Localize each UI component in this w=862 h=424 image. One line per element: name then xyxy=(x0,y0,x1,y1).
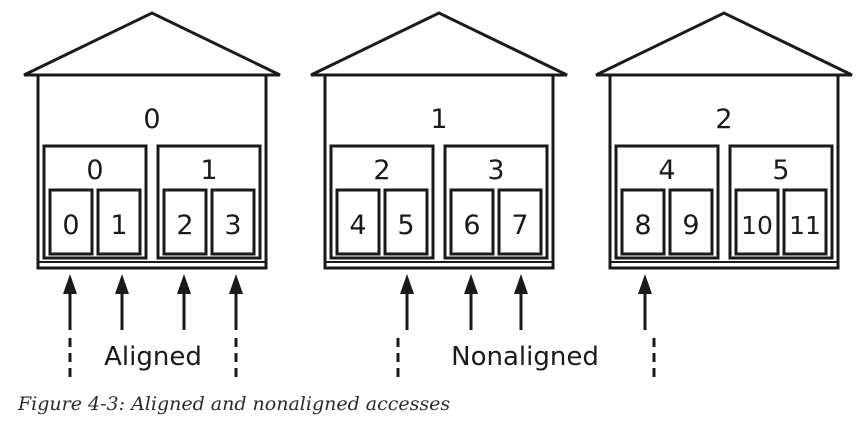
nonaligned-accesses: Nonaligned xyxy=(396,274,656,378)
cell-11 xyxy=(782,188,828,256)
nonaligned-label: Nonaligned xyxy=(451,342,599,372)
arrow-to-cell-3 xyxy=(229,274,243,378)
cell-9 xyxy=(668,188,714,256)
cell-label: 0 xyxy=(62,210,79,241)
arrow-to-cell-8 xyxy=(638,274,656,378)
room-4: 4 8 9 xyxy=(614,144,720,260)
cell-label: 7 xyxy=(511,210,528,241)
house-label: 1 xyxy=(430,104,447,135)
house-0: 0 0 0 1 1 2 3 xyxy=(23,11,281,270)
house-roof xyxy=(23,11,281,77)
cell-5 xyxy=(383,188,429,256)
house-walls xyxy=(36,75,268,270)
room-label: 3 xyxy=(487,155,504,186)
cell-label: 10 xyxy=(741,211,773,240)
cell-label: 4 xyxy=(349,210,366,241)
cell-label: 2 xyxy=(176,210,193,241)
arrow-to-cell-7 xyxy=(514,274,528,330)
house-roof xyxy=(595,11,853,77)
cell-label: 11 xyxy=(789,211,821,240)
room-label: 4 xyxy=(658,155,675,186)
house-walls xyxy=(608,75,840,270)
aligned-label: Aligned xyxy=(104,342,202,372)
arrow-to-cell-2 xyxy=(177,274,191,330)
arrow-to-cell-5 xyxy=(396,274,414,378)
room-label: 5 xyxy=(772,155,789,186)
cell-7 xyxy=(497,188,543,256)
aligned-accesses: Aligned xyxy=(63,274,243,378)
room-2: 2 4 5 xyxy=(329,144,435,260)
room-label: 1 xyxy=(200,155,217,186)
cell-label: 9 xyxy=(682,210,699,241)
cell-4 xyxy=(335,188,381,256)
house-label: 2 xyxy=(715,104,732,135)
room-0: 0 0 1 xyxy=(42,144,148,260)
house-roof xyxy=(310,11,568,77)
house-label: 0 xyxy=(143,104,160,135)
arrow-to-cell-1 xyxy=(115,274,129,330)
house-walls xyxy=(323,75,555,270)
figure-caption: Figure 4-3: Aligned and nonaligned acces… xyxy=(18,393,451,415)
arrow-to-cell-0 xyxy=(63,274,77,378)
cell-10 xyxy=(734,188,780,256)
cell-3 xyxy=(210,188,256,256)
house-1: 1 2 4 5 3 6 7 xyxy=(310,11,568,270)
cell-label: 6 xyxy=(463,210,480,241)
cell-2 xyxy=(162,188,208,256)
cell-label: 8 xyxy=(634,210,651,241)
room-label: 2 xyxy=(373,155,390,186)
memory-alignment-diagram: 0 0 0 1 1 2 3 1 2 4 5 xyxy=(23,11,853,378)
cell-label: 5 xyxy=(397,210,414,241)
cell-8 xyxy=(620,188,666,256)
cell-1 xyxy=(96,188,142,256)
house-2: 2 4 8 9 5 10 11 xyxy=(595,11,853,270)
room-1: 1 2 3 xyxy=(156,144,262,260)
cell-0 xyxy=(48,188,94,256)
room-label: 0 xyxy=(86,155,103,186)
arrow-to-cell-6 xyxy=(464,274,478,330)
cell-label: 1 xyxy=(110,210,127,241)
cell-label: 3 xyxy=(224,210,241,241)
room-3: 3 6 7 xyxy=(443,144,549,260)
room-5: 5 10 11 xyxy=(728,144,834,260)
cell-6 xyxy=(449,188,495,256)
